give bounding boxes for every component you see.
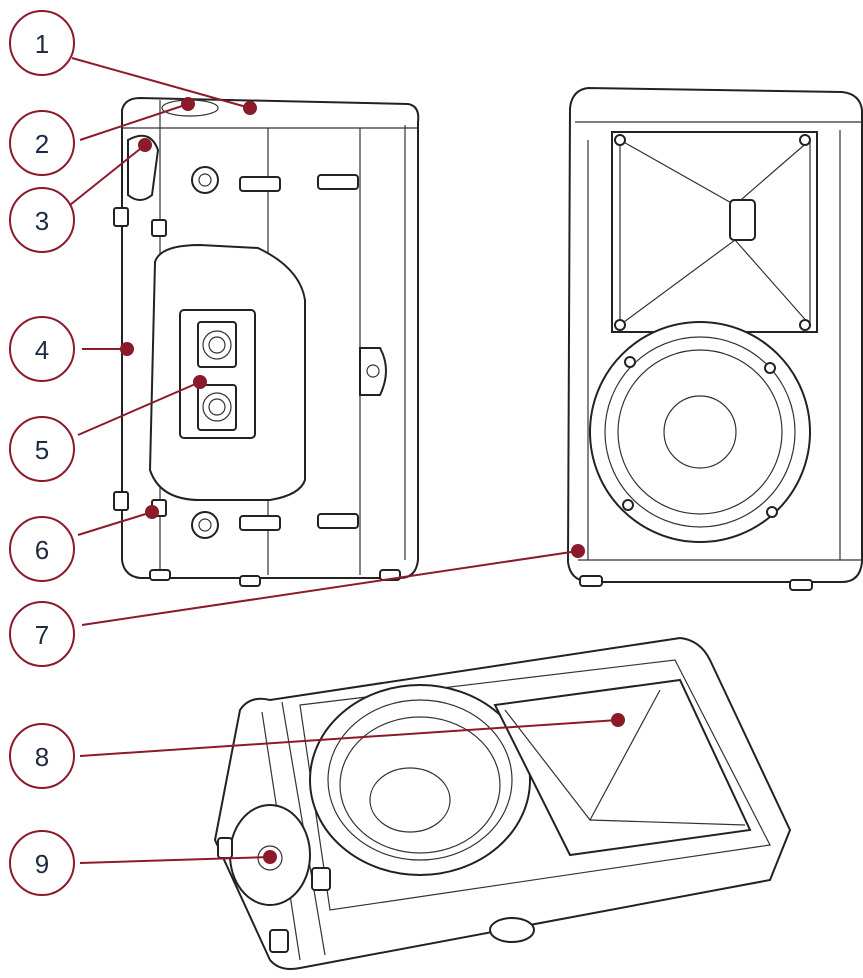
- target-dot-2: [181, 97, 195, 111]
- callout-numbers: 1 2 3 4 5 6 7 8 9: [35, 29, 49, 879]
- callout-number-7: 7: [35, 620, 49, 650]
- target-dot-7: [571, 544, 585, 558]
- callout-circle-2: [9, 110, 75, 176]
- callout-number-1: 1: [35, 29, 49, 59]
- target-dot-4: [120, 342, 134, 356]
- callout-number-6: 6: [35, 535, 49, 565]
- callout-circle-6: [9, 516, 75, 582]
- callout-circle-5: [9, 416, 75, 482]
- target-dots: [120, 97, 625, 864]
- callout-circle-8: [9, 723, 75, 789]
- callout-number-2: 2: [35, 129, 49, 159]
- callout-circle-4: [9, 316, 75, 382]
- callout-number-9: 9: [35, 849, 49, 879]
- leader-line-8: [79, 719, 619, 757]
- callout-number-8: 8: [35, 742, 49, 772]
- leader-line-9: [79, 856, 271, 864]
- callout-number-3: 3: [35, 206, 49, 236]
- target-dot-1: [243, 101, 257, 115]
- callout-circle-9: [9, 830, 75, 896]
- callout-number-4: 4: [35, 335, 49, 365]
- leader-line-5: [77, 381, 201, 436]
- callout-circle-7: [9, 601, 75, 667]
- target-dot-6: [145, 505, 159, 519]
- target-dot-5: [193, 375, 207, 389]
- leader-line-7: [81, 550, 579, 626]
- callout-circles: [9, 10, 75, 896]
- callout-circle-1: [9, 10, 75, 76]
- target-dot-8: [611, 713, 625, 727]
- leader-line-2: [79, 103, 189, 141]
- speaker-monitor-view: [213, 636, 792, 970]
- callout-number-5: 5: [35, 435, 49, 465]
- speaker-rear-view: [113, 96, 420, 587]
- target-dot-3: [138, 138, 152, 152]
- callout-circle-3: [9, 187, 75, 253]
- leader-line-1: [71, 57, 251, 109]
- leader-line-3: [69, 144, 146, 206]
- leader-line-6: [77, 511, 153, 536]
- leader-lines: [69, 57, 619, 864]
- speaker-front-view: [566, 86, 863, 591]
- target-dot-9: [263, 850, 277, 864]
